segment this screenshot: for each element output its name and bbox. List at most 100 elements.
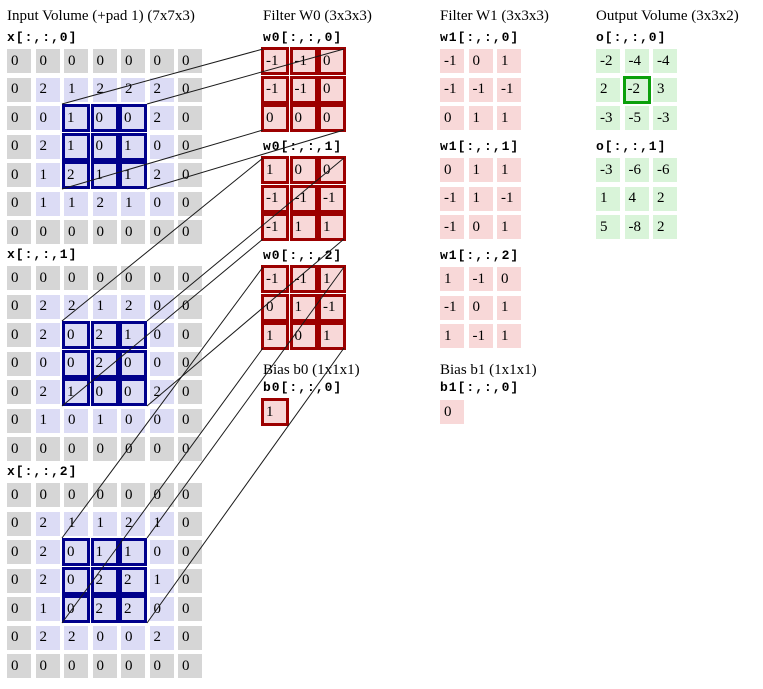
- input-cell: 0: [64, 437, 88, 461]
- input-cell: 0: [64, 408, 88, 433]
- input-cell: 2: [64, 294, 88, 319]
- filter-w0-cell-highlighted: -1: [261, 213, 289, 241]
- filter-w1-cell: -1: [440, 49, 464, 73]
- output-cell: -3: [596, 106, 620, 130]
- matrix-label: w1[:,:,2]: [440, 248, 520, 263]
- input-cell: 0: [92, 654, 117, 678]
- filter-w0-cell-highlighted: -1: [261, 265, 289, 293]
- output-cell: -8: [624, 215, 649, 239]
- input-cell: 0: [178, 540, 202, 564]
- output-cell-highlighted: -2: [622, 75, 651, 104]
- filter-w1-cell: -1: [468, 267, 493, 291]
- input-cell: 0: [7, 351, 31, 376]
- input-cell: 0: [7, 625, 31, 650]
- input-cell: 0: [7, 220, 31, 244]
- input-cell: 0: [178, 625, 202, 650]
- filter-w0-cell-highlighted: 1: [289, 293, 318, 322]
- input-cell-highlighted: 1: [90, 538, 119, 566]
- input-cell: 2: [121, 511, 145, 536]
- input-volume-title: Input Volume (+pad 1) (7x7x3): [7, 8, 195, 24]
- filter-w0-cell-highlighted: 0: [318, 75, 346, 104]
- input-cell: 2: [64, 625, 88, 650]
- input-cell: 2: [35, 625, 60, 650]
- filter-w0-title: Filter W0 (3x3x3): [263, 8, 372, 24]
- input-cell-highlighted: 1: [119, 161, 147, 189]
- input-cell: 1: [92, 294, 117, 319]
- filter-w1-cell: 1: [440, 324, 464, 348]
- bias-b1-label: b1[:,:,0]: [440, 380, 520, 395]
- matrix-label: x[:,:,2]: [7, 464, 78, 479]
- input-cell: 0: [121, 220, 145, 244]
- input-cell: 0: [149, 408, 174, 433]
- input-cell: 2: [35, 540, 60, 564]
- filter-w1-cell: 1: [497, 324, 521, 348]
- filter-w1-cell: -1: [497, 186, 521, 211]
- filter-w0-cell-highlighted: 1: [318, 213, 346, 241]
- input-cell: 0: [121, 266, 145, 290]
- output-cell: -3: [596, 158, 620, 182]
- input-cell: 0: [121, 49, 145, 73]
- input-cell-highlighted: 1: [62, 378, 90, 406]
- input-cell: 0: [92, 437, 117, 461]
- matrix-label: w0[:,:,2]: [263, 248, 343, 263]
- input-cell: 0: [149, 597, 174, 621]
- matrix-label: o[:,:,1]: [596, 139, 667, 154]
- input-cell: 0: [178, 106, 202, 130]
- input-cell: 0: [92, 220, 117, 244]
- input-cell: 0: [92, 266, 117, 290]
- input-cell: 0: [7, 163, 31, 187]
- input-cell: 0: [35, 654, 60, 678]
- filter-w1-cell: 0: [468, 215, 493, 239]
- input-cell: 2: [35, 77, 60, 102]
- input-cell: 0: [149, 134, 174, 159]
- filter-w0-cell-highlighted: 0: [261, 104, 289, 132]
- bias-b0-label: b0[:,:,0]: [263, 380, 343, 395]
- input-cell-highlighted: 2: [90, 595, 119, 623]
- filter-w0-cell-highlighted: -1: [318, 184, 346, 213]
- filter-w1-cell: -1: [440, 77, 464, 102]
- filter-w0-cell-highlighted: -1: [318, 293, 346, 322]
- input-cell: 2: [92, 191, 117, 216]
- input-cell: 1: [64, 511, 88, 536]
- matrix-label: w0[:,:,1]: [263, 139, 343, 154]
- input-cell: 0: [178, 408, 202, 433]
- filter-w0-cell-highlighted: 0: [289, 104, 318, 132]
- input-cell: 0: [149, 483, 174, 507]
- input-cell: 0: [7, 511, 31, 536]
- input-cell: 0: [121, 654, 145, 678]
- input-cell: 0: [178, 437, 202, 461]
- input-cell: 0: [7, 540, 31, 564]
- filter-w1-cell: 0: [468, 295, 493, 320]
- filter-w1-cell: -1: [440, 215, 464, 239]
- input-cell: 0: [149, 266, 174, 290]
- filter-w0-cell-highlighted: 0: [318, 47, 346, 75]
- input-cell: 1: [35, 191, 60, 216]
- filter-w1-cell: 1: [468, 106, 493, 130]
- input-cell: 0: [121, 483, 145, 507]
- input-cell: 2: [121, 294, 145, 319]
- filter-w1-cell: -1: [468, 77, 493, 102]
- output-cell: -6: [624, 158, 649, 182]
- input-cell: 1: [92, 511, 117, 536]
- input-cell-highlighted: 0: [119, 378, 147, 406]
- output-cell: 2: [596, 77, 620, 102]
- output-volume-title: Output Volume (3x3x2): [596, 8, 739, 24]
- input-cell: 0: [149, 437, 174, 461]
- input-cell: 0: [7, 134, 31, 159]
- input-cell: 2: [35, 380, 60, 404]
- input-cell: 0: [149, 323, 174, 347]
- input-cell: 0: [7, 294, 31, 319]
- input-cell: 2: [149, 380, 174, 404]
- filter-w0-cell-highlighted: 1: [261, 156, 289, 184]
- input-cell-highlighted: 2: [62, 161, 90, 189]
- input-cell: 1: [35, 597, 60, 621]
- input-cell-highlighted: 2: [119, 566, 147, 595]
